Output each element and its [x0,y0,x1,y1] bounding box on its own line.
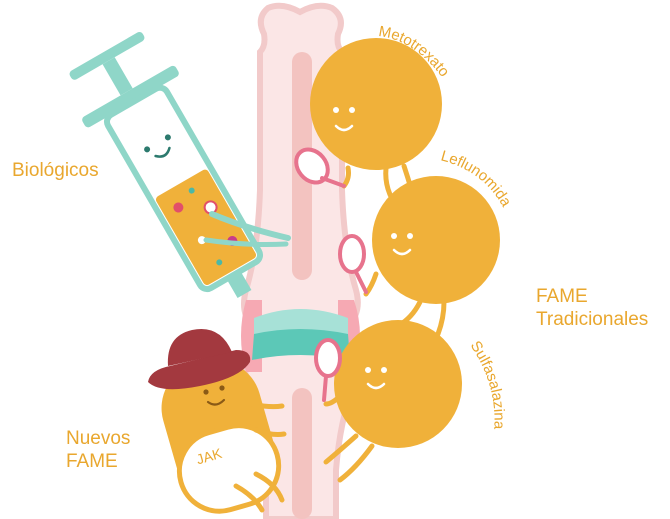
jak-eye-left [203,389,208,394]
biologicos-label: Biológicos [12,160,99,183]
lower-bone-marrow [292,388,312,519]
jak-arm [252,404,282,407]
fame-tradicionales-label: FAME Tradicionales [536,286,648,332]
eye [365,367,371,373]
leflunomida-character [366,176,500,334]
eye [381,367,387,373]
nuevos-fame-line1: Nuevos [66,428,130,451]
sulfasalazina-label: Sulfasalazina [467,338,508,430]
fame-tradicionales-line2: Tradicionales [536,309,648,332]
eye [391,233,397,239]
eye [407,233,413,239]
leg [438,302,444,334]
leflunomida-ball [372,176,500,304]
jak-eye-right [219,385,224,390]
syringe-plunger-top [68,31,146,82]
eye [333,107,339,113]
nuevos-fame-label: Nuevos FAME [66,428,130,474]
sulfasalazina-ball [334,320,462,448]
fame-tradicionales-line1: FAME [536,286,648,309]
leg [340,446,372,480]
eye [349,107,355,113]
nuevos-fame-line2: FAME [66,451,130,474]
syringe-plunger-rod [103,57,133,95]
